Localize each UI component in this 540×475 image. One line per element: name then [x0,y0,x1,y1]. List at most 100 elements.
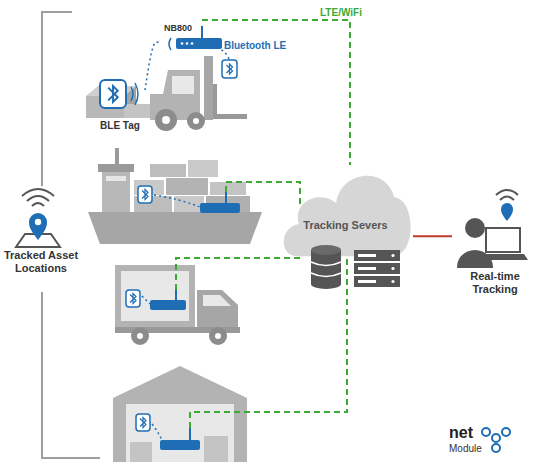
forklift-carriage [213,84,217,116]
router-icon [160,440,200,450]
router-icon [200,203,240,213]
server-led [391,280,394,283]
wheel [187,112,205,130]
ship-bridge [102,168,130,212]
wheel-hub [215,333,221,339]
ble-tag-icon [126,290,140,307]
router-icon [150,300,186,310]
server-icon [354,250,400,261]
bluetooth-link [154,195,200,207]
wheel-hub [137,333,143,339]
server-slot [358,267,376,270]
logo-mark [502,428,510,436]
wheel-hub [193,118,199,124]
bluetooth-link [142,296,150,304]
signal-arc [22,189,54,196]
bluetooth-symbol [142,190,148,200]
signal-arc [27,196,49,201]
bluetooth-link [145,42,160,90]
box-front [124,104,150,118]
laptop-base [476,254,528,260]
pin-hole [35,219,41,225]
warehouse-box [130,442,152,462]
container [166,178,208,195]
bluetooth-symbol [227,64,233,74]
laptop-screen [486,228,520,252]
link-line [413,235,452,237]
person-head [465,218,485,238]
database-band [311,273,341,277]
server-icon [354,263,400,274]
truck-interior [121,271,189,321]
location-pin [29,213,47,240]
cloud-outline [284,176,411,256]
ship-bridge-roof [98,164,134,172]
wheel [155,109,177,131]
truck-cab [197,290,238,330]
database-band [311,262,341,266]
ble-tag-icon [138,186,152,203]
logo-text: net [449,424,473,442]
server-led [391,254,394,257]
container [210,182,246,195]
signal-arc [496,190,518,195]
server-led [391,267,394,270]
truck-cargo [115,265,195,327]
signal-arc [131,87,133,101]
edge-label: LTE/WiFi [320,7,362,18]
server-icon [354,276,400,287]
logo-mark [482,428,490,436]
cloud-node: Tracking Severs [278,165,413,260]
forklift-window [172,76,194,94]
ship-window [106,176,126,181]
logo-mark [492,444,500,452]
ship-hull [88,212,262,244]
wheel [131,327,149,345]
bluetooth-symbol [140,418,146,428]
container [174,196,204,212]
router-led [186,42,189,45]
uplink-line [190,258,347,428]
truck-window [203,295,231,306]
router-antenna [175,290,177,300]
bluetooth-symbol [130,294,136,304]
router-node: NB800 [160,20,226,52]
router-antenna [225,192,227,203]
node-label: BLE Tag [95,120,145,132]
signal-arc [169,38,171,50]
forklift-body [150,70,200,120]
signal-arc [135,83,138,105]
user-node: Real-time Tracking [452,190,538,300]
logo-text: Module [449,443,482,454]
server-slot [358,254,376,257]
ship-mast [115,148,119,164]
node-label: Tracked Asset Locations [0,249,82,275]
bluetooth-link [152,424,162,440]
signal-arc [500,197,514,201]
warehouse [113,366,247,462]
wheel-hub [162,116,170,124]
uplink-line [176,248,300,290]
signal-arc [32,203,44,206]
database-icon [311,245,341,255]
container [150,164,186,177]
router-antenna [189,428,191,440]
database-icon [311,250,341,284]
container [188,160,218,177]
router-led [181,42,184,45]
ble-tag-icon [136,414,150,431]
node-label: Tracking Severs [278,219,413,232]
server-slot [358,280,376,283]
bluetooth-symbol [108,86,118,102]
router-led [191,42,194,45]
bracket-line [42,292,100,458]
router-antenna [201,26,203,38]
warehouse-box [204,436,228,462]
location-node: Tracked Asset Locations [0,185,82,280]
router-icon [176,38,222,49]
forklift-mast [204,56,213,120]
forklift-forks [213,114,247,119]
